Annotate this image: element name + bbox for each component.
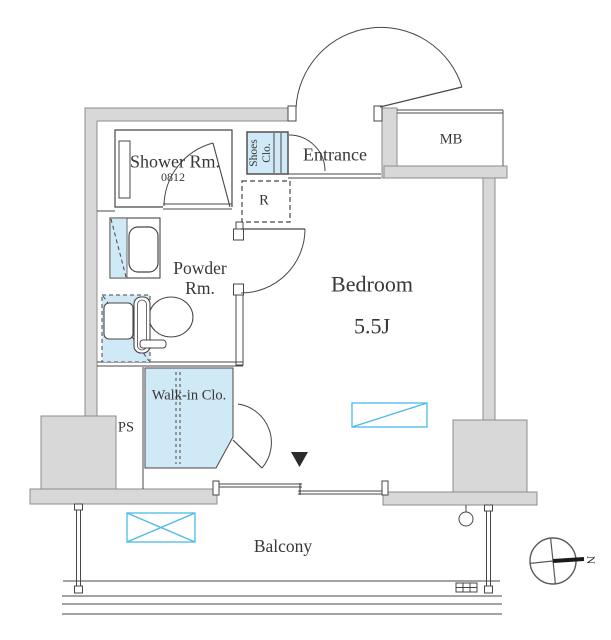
shower-room-area <box>114 129 233 210</box>
window-jamb-right <box>381 480 389 496</box>
compass-north-label: N <box>583 555 598 565</box>
pipe-space-label: PS <box>117 419 135 436</box>
toilet <box>101 294 194 363</box>
entrance-door-arc <box>295 26 463 109</box>
entrance-door-jamb-left <box>287 105 297 122</box>
bedroom-size-label: 5.5J <box>353 313 391 339</box>
entrance-area <box>246 26 463 179</box>
drain-pipe <box>458 505 474 527</box>
balcony-label: Balcony <box>253 535 313 556</box>
entry-direction-triangle-icon <box>291 452 308 467</box>
shower-door-arc <box>163 142 214 207</box>
powder-room-area <box>97 210 244 367</box>
balcony-divider-right <box>484 504 493 594</box>
bedroom-area <box>212 228 428 496</box>
shower-room-label: Shower Rm. <box>130 151 220 172</box>
wall-strip-bottom-right <box>382 491 538 506</box>
sink-dashed-diagonal <box>110 218 127 278</box>
shoes-closet-label: Shoes Clo. <box>247 139 273 167</box>
drain-box <box>455 582 478 593</box>
walk-in-closet-floor <box>144 367 234 469</box>
entrance-label: Entrance <box>303 144 367 165</box>
balcony-railing <box>62 580 502 615</box>
bedroom-door-arc <box>240 228 306 294</box>
shoes-closet-door-arc <box>288 134 326 172</box>
closet-door-leaf <box>232 439 263 469</box>
walk-in-closet-label: Walk-in Clo. <box>151 387 227 404</box>
wall-block-bottom-left <box>40 415 117 490</box>
balcony-window <box>212 480 389 496</box>
walk-in-closet-area <box>142 367 272 489</box>
refrigerator-space-box <box>241 180 291 223</box>
wall-strip-bottom-left <box>29 488 218 505</box>
toilet-seat-back <box>133 296 151 354</box>
wall-block-bottom-right <box>452 419 528 493</box>
entrance-door-leaf <box>379 86 463 108</box>
sink <box>109 217 161 279</box>
powder-room-label: Powder Rm. <box>173 257 227 298</box>
balcony-area <box>62 503 502 615</box>
compass-needle <box>552 557 585 563</box>
ac-unit-box <box>351 402 428 428</box>
laundry-area-box <box>126 512 196 543</box>
balcony-divider-left <box>74 503 83 594</box>
entrance-door-jamb-right <box>373 105 383 122</box>
powder-east-wall <box>233 221 244 366</box>
refrigerator-label: R <box>259 192 269 209</box>
sink-bowl <box>128 226 159 273</box>
walls <box>29 107 538 506</box>
toilet-seat-back-inner <box>137 299 147 351</box>
shower-room-outline <box>114 129 233 208</box>
shower-pan-lip <box>118 140 131 199</box>
wall-right <box>482 177 496 423</box>
compass-icon <box>529 537 585 585</box>
shower-room-size-label: 0812 <box>161 170 185 185</box>
toilet-tank <box>103 302 134 340</box>
meter-box-outline <box>397 109 504 166</box>
toilet-bowl <box>148 296 194 338</box>
toilet-control-arm <box>139 339 167 349</box>
closet-door-arc <box>237 403 272 469</box>
window-jamb-left <box>212 480 220 496</box>
shower-door-leaf <box>212 142 231 208</box>
meter-box-label: MB <box>439 131 463 148</box>
bedroom-label: Bedroom <box>331 271 413 297</box>
wall-mb-bottom <box>383 165 508 179</box>
